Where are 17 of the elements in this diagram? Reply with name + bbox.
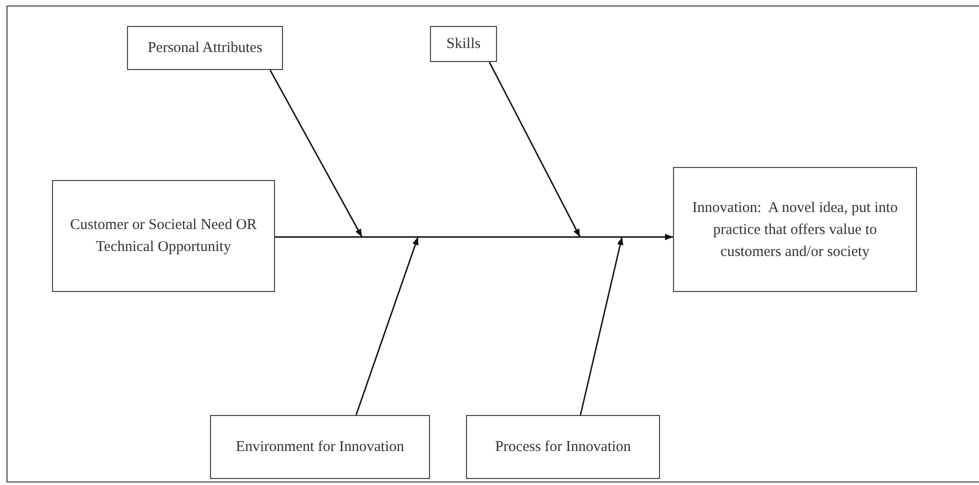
text-box	[52, 180, 275, 292]
box-label: Personal Attributes	[148, 39, 262, 58]
box-label: Innovation: A novel idea, put into practice that offers value to customers and/or society	[691, 198, 899, 262]
arrow	[275, 234, 673, 240]
text-box	[466, 415, 660, 479]
box-label: Skills	[446, 35, 481, 54]
arrow	[488, 62, 581, 238]
box-label: Process for Innovation	[495, 438, 631, 457]
arrow	[355, 236, 419, 416]
text-box	[430, 26, 497, 62]
text-box	[210, 415, 430, 479]
text-box	[673, 167, 917, 292]
arrow	[580, 236, 624, 416]
arrow	[270, 70, 363, 238]
text-box	[127, 26, 283, 70]
box-label: Environment for Innovation	[236, 438, 404, 457]
box-label: Customer or Societal Need OR Technical Opportunity	[69, 216, 258, 257]
